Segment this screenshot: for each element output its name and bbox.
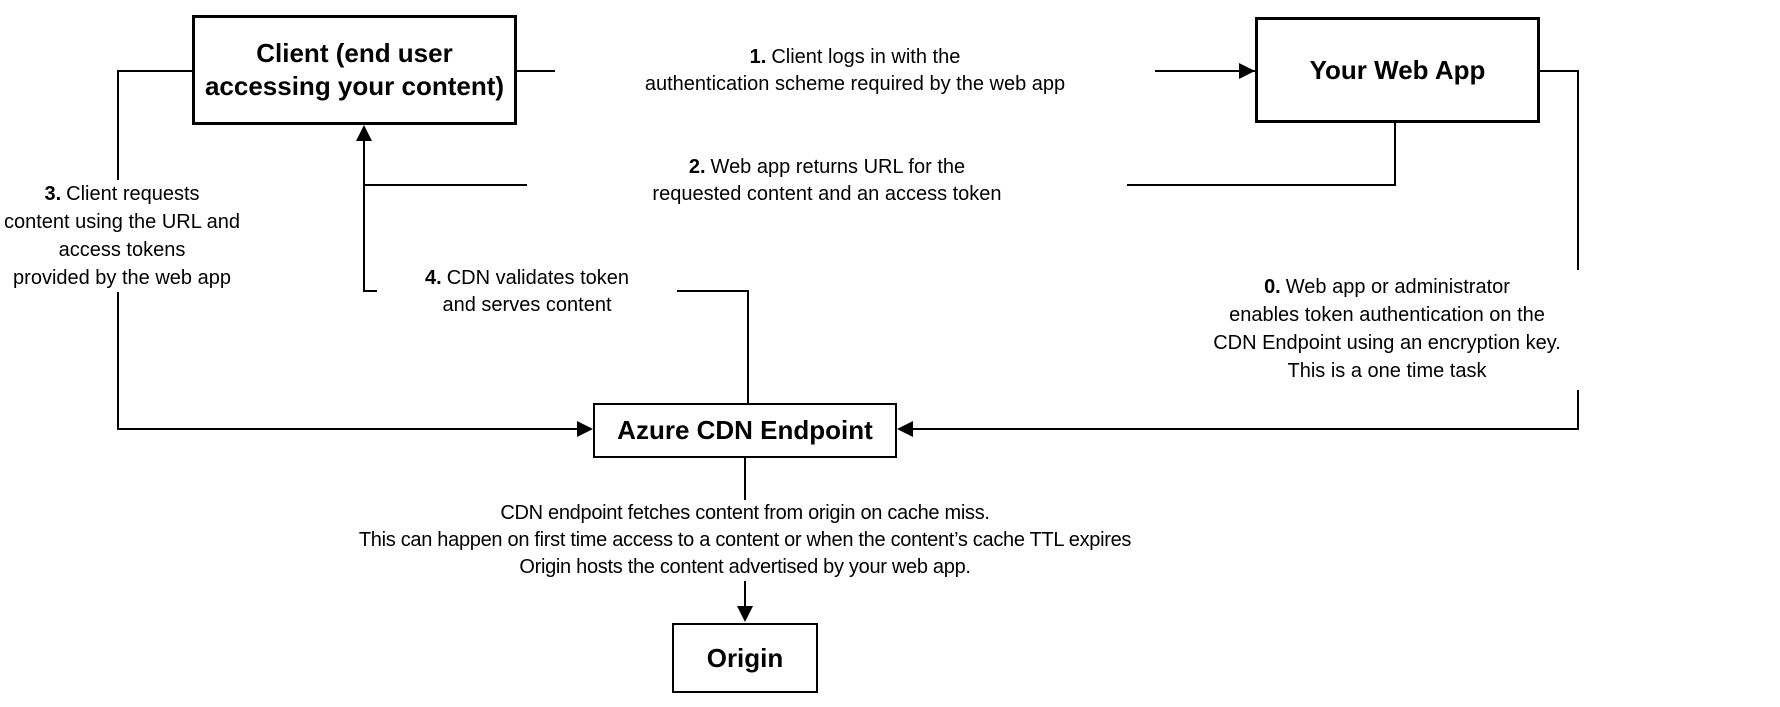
step0-line3: CDN Endpoint using an encryption key. <box>1213 332 1561 354</box>
label-step1: 1.Client logs in with the authentication… <box>555 44 1155 98</box>
step0-line2: enables token authentication on the <box>1229 304 1545 326</box>
origin-note-line3: Origin hosts the content advertised by y… <box>519 556 971 578</box>
cdn-endpoint-node: Azure CDN Endpoint <box>593 403 897 458</box>
step0-line4: This is a one time task <box>1287 360 1487 382</box>
line-step4-vertical <box>747 290 749 405</box>
step0-text1: Web app or administrator <box>1285 276 1510 298</box>
step3-line3: access tokens <box>58 239 186 261</box>
step3-line1: 3.Client requests <box>2 180 242 208</box>
step0-line1: 0.Web app or administrator <box>1211 273 1563 301</box>
step3-line4: provided by the web app <box>13 267 231 289</box>
step1-line2: authentication scheme required by the we… <box>644 73 1066 95</box>
cdn-endpoint-label: Azure CDN Endpoint <box>617 415 873 445</box>
label-step2: 2.Web app returns URL for the requested … <box>527 154 1127 208</box>
client-label-line2: accessing your content) <box>204 71 505 101</box>
step2-line2: requested content and an access token <box>652 183 1002 205</box>
origin-label: Origin <box>706 642 784 673</box>
label-step0: 0.Web app or administrator enables token… <box>1211 273 1563 385</box>
client-node: Client (end user accessing your content) <box>192 15 517 125</box>
step4-line2: and serves content <box>442 294 612 316</box>
origin-note-line1: CDN endpoint fetches content from origin… <box>500 502 990 524</box>
step1-text1: Client logs in with the <box>771 46 961 68</box>
line-step0-vertical-lower <box>1577 390 1579 430</box>
line-step0-bottom <box>913 428 1579 430</box>
step3-line2: content using the URL and <box>3 211 241 233</box>
client-label-line1: Client (end user <box>256 38 453 68</box>
line-step2-vertical <box>1394 123 1396 186</box>
step4-line1: 4.CDN validates token <box>377 265 677 292</box>
arrowhead-step0-into-cdn <box>897 421 913 437</box>
web-app-node: Your Web App <box>1255 17 1540 123</box>
arrowhead-into-origin <box>737 606 753 622</box>
step4-text1: CDN validates token <box>446 267 629 289</box>
step2-number: 2. <box>688 156 706 178</box>
origin-note-line2: This can happen on first time access to … <box>358 529 1132 551</box>
step3-text1: Client requests <box>66 183 200 205</box>
line-into-client-vertical <box>363 128 365 291</box>
web-app-label: Your Web App <box>1309 54 1486 85</box>
step2-line1: 2.Web app returns URL for the <box>527 154 1127 181</box>
label-step4: 4.CDN validates token and serves content <box>377 265 677 319</box>
step4-number: 4. <box>425 267 442 289</box>
line-step3-bottom <box>117 428 579 430</box>
line-step0-vertical-upper <box>1577 70 1579 270</box>
arrowhead-step3-into-cdn <box>577 421 593 437</box>
line-step0-top <box>1540 70 1579 72</box>
arrowhead-into-client <box>356 125 372 141</box>
step3-number: 3. <box>44 183 62 205</box>
step1-line1: 1.Client logs in with the <box>555 44 1155 71</box>
step2-text1: Web app returns URL for the <box>710 156 966 178</box>
label-origin-note: CDN endpoint fetches content from origin… <box>245 500 1245 581</box>
line-step3-top <box>117 70 195 72</box>
step0-number: 0. <box>1264 276 1281 298</box>
label-step3: 3.Client requests content using the URL … <box>2 180 242 292</box>
step1-number: 1. <box>749 46 767 68</box>
origin-node: Origin <box>672 623 818 693</box>
arrowhead-step1-into-webapp <box>1239 63 1255 79</box>
